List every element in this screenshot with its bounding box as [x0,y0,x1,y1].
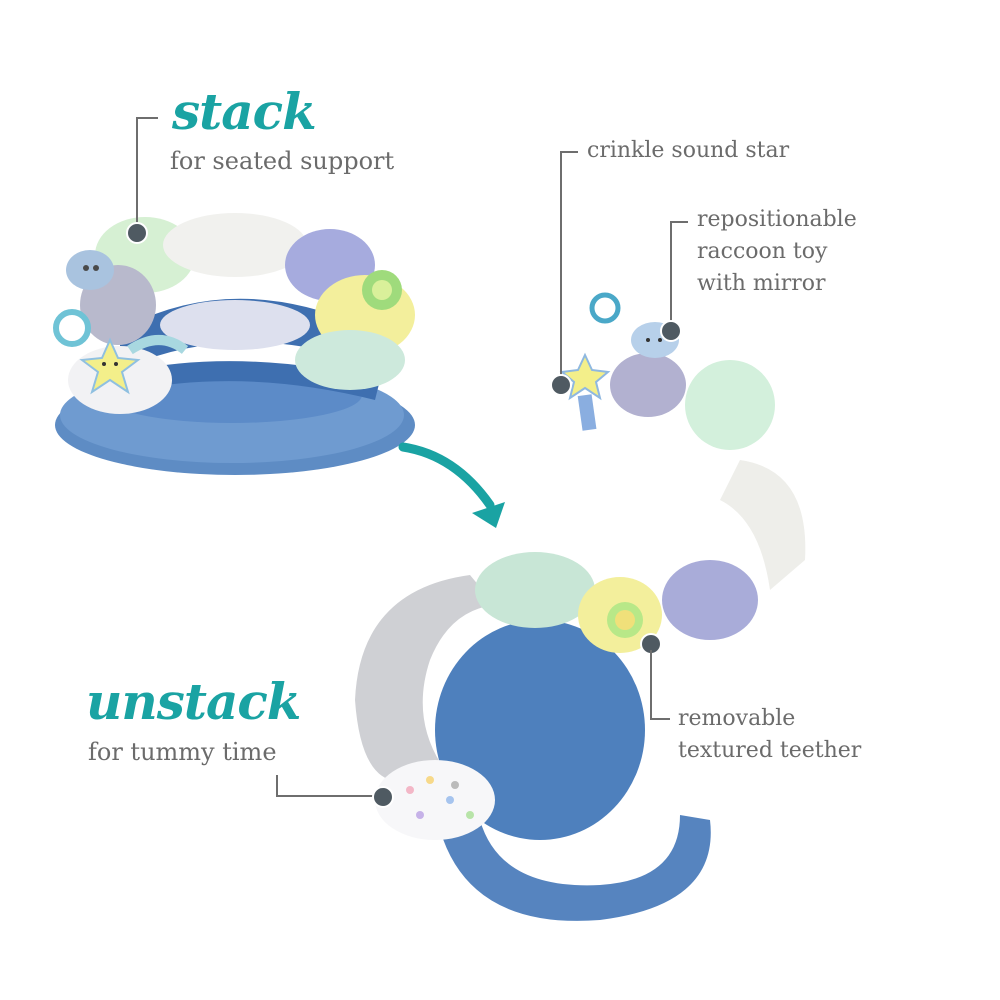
callout-teether: removable textured teether [678,703,861,767]
stack-callout-line-v [136,117,138,232]
unstack-subheading: for tummy time [88,738,277,766]
callout-teether-line-2: textured teether [678,738,862,763]
callout-raccoon-line-3: with mirror [697,271,826,296]
unstack-callout-line-h [276,795,376,797]
callout-raccoon-line-2: raccoon toy [697,239,828,264]
teether-callout-line-v [650,650,652,720]
curved-arrow-icon [398,442,505,528]
raccoon-callout-line-v [670,221,672,331]
crinkle-callout-line-h [560,151,578,153]
raccoon-callout-dot [660,320,682,342]
raccoon-callout-line-h [670,221,688,223]
stacked-pillow-image [53,213,415,475]
callout-raccoon-toy: repositionable raccoon toy with mirror [697,204,857,300]
stack-callout-line-h [136,117,158,119]
unstack-callout-dot [372,786,394,808]
callout-raccoon-line-1: repositionable [697,207,857,232]
unstacked-pillow-image [355,292,806,921]
unstack-heading: unstack [86,672,301,731]
unstack-callout-line-v [276,775,278,797]
crinkle-callout-line-v [560,151,562,381]
callout-crinkle-star: crinkle sound star [587,138,790,163]
crinkle-callout-dot [550,374,572,396]
stack-callout-dot [126,222,148,244]
callout-teether-line-1: removable [678,706,796,731]
teether-callout-line-h [650,718,670,720]
stack-heading: stack [172,82,317,141]
stack-subheading: for seated support [170,147,395,175]
